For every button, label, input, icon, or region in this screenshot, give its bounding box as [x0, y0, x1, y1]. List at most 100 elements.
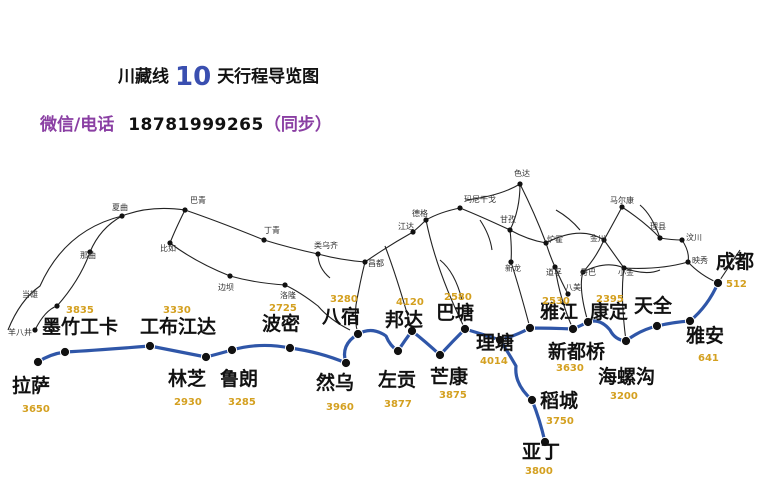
road-segment-9 [412, 207, 511, 233]
route-segment-4 [498, 338, 547, 444]
stop-dot[interactable] [340, 357, 352, 369]
minor-place-label: 那曲 [80, 250, 96, 260]
minor-place-label: 巴青 [190, 195, 206, 205]
stop-altitude-label: 3200 [610, 391, 638, 402]
major-stop-dots [32, 277, 724, 448]
minor-place-label: 甘孜 [500, 214, 516, 224]
stop-dot[interactable] [539, 436, 551, 448]
contact-label: 微信/电话 [40, 115, 115, 135]
minor-place-dot [580, 269, 586, 275]
stop-altitude-label: 4120 [396, 297, 424, 308]
stop-name-label: 邦达 [385, 308, 423, 331]
stop-dot[interactable] [524, 322, 536, 334]
road-segment-0 [34, 215, 123, 331]
stop-dot[interactable] [200, 351, 212, 363]
stop-dot[interactable] [144, 340, 156, 352]
stop-name-label: 左贡 [378, 368, 416, 391]
minor-place-dot [543, 240, 549, 246]
stop-name-label: 海螺沟 [598, 365, 655, 388]
stop-altitude-label: 3650 [22, 404, 50, 415]
stop-dot[interactable] [392, 345, 404, 357]
minor-place-dot [601, 237, 607, 243]
road-segment-2 [121, 207, 366, 263]
minor-place-dot [362, 259, 368, 265]
road-segment-23 [479, 219, 493, 251]
minor-place-dot [32, 327, 38, 333]
stop-altitude-label: 3800 [525, 466, 553, 477]
stop-altitude-label: 3330 [163, 305, 191, 316]
minor-place-dot [619, 204, 625, 210]
minor-place-label: 八美 [565, 282, 581, 292]
stop-dot[interactable] [406, 325, 418, 337]
road-segment-26 [621, 267, 627, 342]
stop-altitude-label: 3285 [228, 397, 256, 408]
minor-place-dot [282, 282, 288, 288]
stop-dot[interactable] [567, 323, 579, 335]
stop-altitude-label: 4014 [480, 356, 508, 367]
minor-place-label: 洛隆 [280, 290, 296, 300]
stop-name-label: 然乌 [316, 371, 354, 394]
stop-dot[interactable] [712, 277, 724, 289]
minor-place-dot [423, 217, 429, 223]
minor-place-label: 昌都 [368, 259, 384, 268]
minor-place-label: 德格 [412, 208, 428, 218]
stop-name-label: 新都桥 [548, 340, 606, 363]
stop-name-label: 林芝 [168, 367, 206, 390]
stop-dot[interactable] [684, 315, 696, 327]
minor-place-dot [552, 264, 558, 270]
stop-name-label: 拉萨 [12, 374, 50, 397]
minor-place-dot [261, 237, 267, 243]
stop-dot[interactable] [32, 356, 44, 368]
stop-dot[interactable] [620, 335, 632, 347]
stop-altitude-label: 3877 [384, 399, 412, 410]
stop-dot[interactable] [526, 394, 538, 406]
title-suffix: 天行程导览图 [217, 67, 320, 87]
stop-dot[interactable] [494, 334, 506, 346]
road-segment-20 [623, 261, 689, 269]
minor-place-dot [227, 273, 233, 279]
stop-dot[interactable] [582, 316, 594, 328]
minor-place-dot [315, 251, 321, 257]
road-segment-14 [509, 229, 531, 329]
stop-altitude-label: 2725 [269, 303, 297, 314]
minor-place-label: 道孚 [546, 267, 562, 277]
minor-place-label: 玛尼干戈 [464, 194, 496, 204]
minor-place-label: 比如 [160, 243, 176, 253]
stop-altitude-label: 2930 [174, 397, 202, 408]
stop-dot[interactable] [226, 344, 238, 356]
minor-place-label: 汶川 [686, 232, 702, 242]
road-segment-13 [509, 229, 569, 295]
stop-dot[interactable] [651, 320, 663, 332]
minor-place-dot [508, 259, 514, 265]
minor-place-dot [657, 235, 663, 241]
minor-place-dot [685, 259, 691, 265]
road-segment-8 [384, 245, 413, 332]
stop-name-label: 康定 [590, 300, 628, 323]
contact-phone[interactable]: 18781999265 [128, 115, 264, 135]
stop-dot[interactable] [284, 342, 296, 354]
stop-name-label: 稻城 [540, 389, 578, 412]
stop-altitude-label: 2395 [596, 294, 624, 305]
minor-place-dot [119, 213, 125, 219]
road-segment-7 [364, 231, 414, 263]
minor-place-label: 丹巴 [580, 268, 596, 277]
minor-place-dot [410, 229, 416, 235]
stop-dot[interactable] [459, 323, 471, 335]
minor-place-label: 炉霍 [547, 234, 563, 244]
road-segment-21 [582, 264, 625, 273]
minor-place-label: 映秀 [692, 255, 708, 265]
minor-place-label: 小金 [618, 267, 634, 277]
minor-place-label: 江达 [398, 221, 414, 231]
stop-name-label: 天全 [634, 294, 673, 317]
stop-dot[interactable] [59, 346, 71, 358]
stop-altitude-label: 3875 [439, 390, 467, 401]
stop-altitude-label: 2530 [542, 296, 570, 307]
stop-name-label: 工布江达 [140, 315, 216, 338]
stop-dot[interactable] [434, 349, 446, 361]
stop-dot[interactable] [352, 328, 364, 340]
road-segment-22 [465, 183, 521, 201]
minor-place-dot [517, 181, 523, 187]
road-segment-11 [439, 259, 463, 301]
minor-place-label: 马尔康 [610, 195, 634, 205]
